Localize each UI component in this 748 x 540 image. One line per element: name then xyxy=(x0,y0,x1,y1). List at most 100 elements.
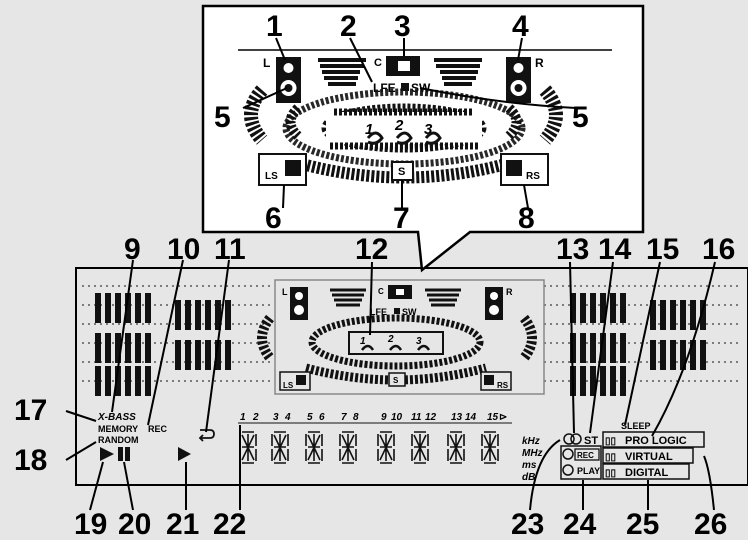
track-13: 13 xyxy=(451,412,463,423)
track-1: 1 xyxy=(240,412,246,423)
unit-db: dB xyxy=(522,472,535,483)
callout-9: 9 xyxy=(124,233,141,266)
track-6: 6 xyxy=(319,412,325,423)
track-11: 11 xyxy=(411,412,422,423)
callout-21: 21 xyxy=(166,508,199,540)
sound-field-digit-1: 1 xyxy=(365,121,373,138)
callout-numbers: 1 2 3 4 5 5 6 7 8 9 10 11 12 13 14 15 16… xyxy=(14,10,735,540)
digital-box xyxy=(602,463,690,480)
panel-leader-lines xyxy=(65,259,716,511)
right-channel-label: R xyxy=(535,56,544,70)
track-3: 3 xyxy=(273,412,279,423)
sound-field-digit-2: 2 xyxy=(394,117,404,134)
unit-khz: kHz xyxy=(522,436,540,447)
play-timer-indicator: PLAY xyxy=(577,466,600,476)
callout-23: 23 xyxy=(511,508,544,540)
mini-right-speaker-icon xyxy=(485,287,503,320)
memory-indicator: MEMORY xyxy=(98,424,138,434)
left-channel-label: L xyxy=(263,56,270,70)
left-surround-label: LS xyxy=(265,171,278,182)
mini-left-label: L xyxy=(282,287,288,297)
right-surround-label: RS xyxy=(526,171,540,182)
callout-11: 11 xyxy=(214,233,246,266)
lfe-label: LFE xyxy=(373,81,396,95)
xbass-indicator: X-BASS xyxy=(97,412,136,423)
track-9: 9 xyxy=(381,412,387,423)
unit-mhz: MHz xyxy=(522,448,543,459)
track-10: 10 xyxy=(391,412,403,423)
zoomed-speaker-view: L R C LFE SW 1 2 3 xyxy=(238,49,612,186)
top-leader-lines xyxy=(242,37,577,209)
callout-3: 3 xyxy=(394,10,411,43)
callout-8: 8 xyxy=(518,202,535,235)
stereo-indicator: ST xyxy=(584,435,598,447)
digital-indicator: DIGITAL xyxy=(625,467,668,479)
rec-indicator: REC xyxy=(577,451,594,460)
callout-17: 17 xyxy=(14,394,47,427)
callout-2: 2 xyxy=(340,10,357,43)
callout-15: 15 xyxy=(646,233,679,266)
random-indicator: RANDOM xyxy=(98,435,139,445)
pause-indicator-icon xyxy=(118,447,123,461)
surround-label: S xyxy=(398,166,405,178)
full-display: L R C LFE SW 1 2 3 LS S RS 1 2 3 xyxy=(82,279,742,483)
memory-rec-indicator: REC xyxy=(148,424,168,434)
play-indicator-icon xyxy=(100,447,114,461)
rec-timer-icon xyxy=(562,448,574,460)
virtual-indicator: VIRTUAL xyxy=(625,451,673,463)
track-14: 14 xyxy=(465,412,477,423)
track-5: 5 xyxy=(307,412,313,423)
play-timer-icon xyxy=(562,464,574,476)
callout-13: 13 xyxy=(556,233,589,266)
callout-5-left: 5 xyxy=(214,101,231,134)
pro-logic-indicator: PRO LOGIC xyxy=(625,435,687,447)
callout-14: 14 xyxy=(598,233,632,266)
track-15: 15 xyxy=(487,412,499,423)
digital-prefix-icon: ▯▯ xyxy=(605,468,616,479)
repeat-icon xyxy=(198,429,215,442)
mini-center-label: C xyxy=(378,287,384,296)
overflow-arrow-icon: ⊳ xyxy=(499,412,507,423)
callout-7: 7 xyxy=(393,202,410,235)
callout-18: 18 xyxy=(14,444,47,477)
callout-24: 24 xyxy=(563,508,597,540)
mini-rs-label: RS xyxy=(497,381,509,390)
callout-12: 12 xyxy=(355,233,388,266)
callout-16: 16 xyxy=(702,233,735,266)
callout-4: 4 xyxy=(512,10,529,43)
lfe-sw-marker xyxy=(401,83,409,91)
mini-digit-2: 2 xyxy=(387,334,394,345)
callout-25: 25 xyxy=(626,508,659,540)
pro-logic-prefix-icon: ▯▯ xyxy=(605,436,616,447)
mini-s-label: S xyxy=(393,376,399,385)
play-indicator-2-icon xyxy=(178,447,191,461)
sound-field-digits: 1 2 3 xyxy=(365,117,442,145)
callout-22: 22 xyxy=(213,508,246,540)
track-8: 8 xyxy=(353,412,359,423)
mini-s-box xyxy=(388,372,406,387)
mini-digit-3: 3 xyxy=(416,336,422,347)
callout-20: 20 xyxy=(118,508,151,540)
mini-left-speaker-icon xyxy=(290,287,308,320)
callout-26: 26 xyxy=(694,508,727,540)
center-channel-label: C xyxy=(374,57,382,69)
track-number-row: 1 2 3 4 5 6 7 8 9 10 11 12 13 14 15 ⊳ xyxy=(240,412,507,423)
track-12: 12 xyxy=(425,412,437,423)
callout-1: 1 xyxy=(266,10,283,43)
track-2: 2 xyxy=(252,412,259,423)
callout-19: 19 xyxy=(74,508,107,540)
mini-ls-label: LS xyxy=(283,381,294,390)
track-4: 4 xyxy=(284,412,291,423)
mini-digit-1: 1 xyxy=(360,336,366,347)
sleep-indicator: SLEEP xyxy=(621,421,651,431)
sound-field-digit-3: 3 xyxy=(424,121,433,138)
virtual-prefix-icon: ▯▯ xyxy=(605,452,616,463)
rec-play-box xyxy=(560,445,602,480)
track-7: 7 xyxy=(341,412,347,423)
mini-right-label: R xyxy=(506,287,513,297)
callout-5-right: 5 xyxy=(572,101,589,134)
virtual-box xyxy=(602,447,694,464)
callout-6: 6 xyxy=(265,202,282,235)
mini-lfe-label: LFE xyxy=(370,307,387,317)
